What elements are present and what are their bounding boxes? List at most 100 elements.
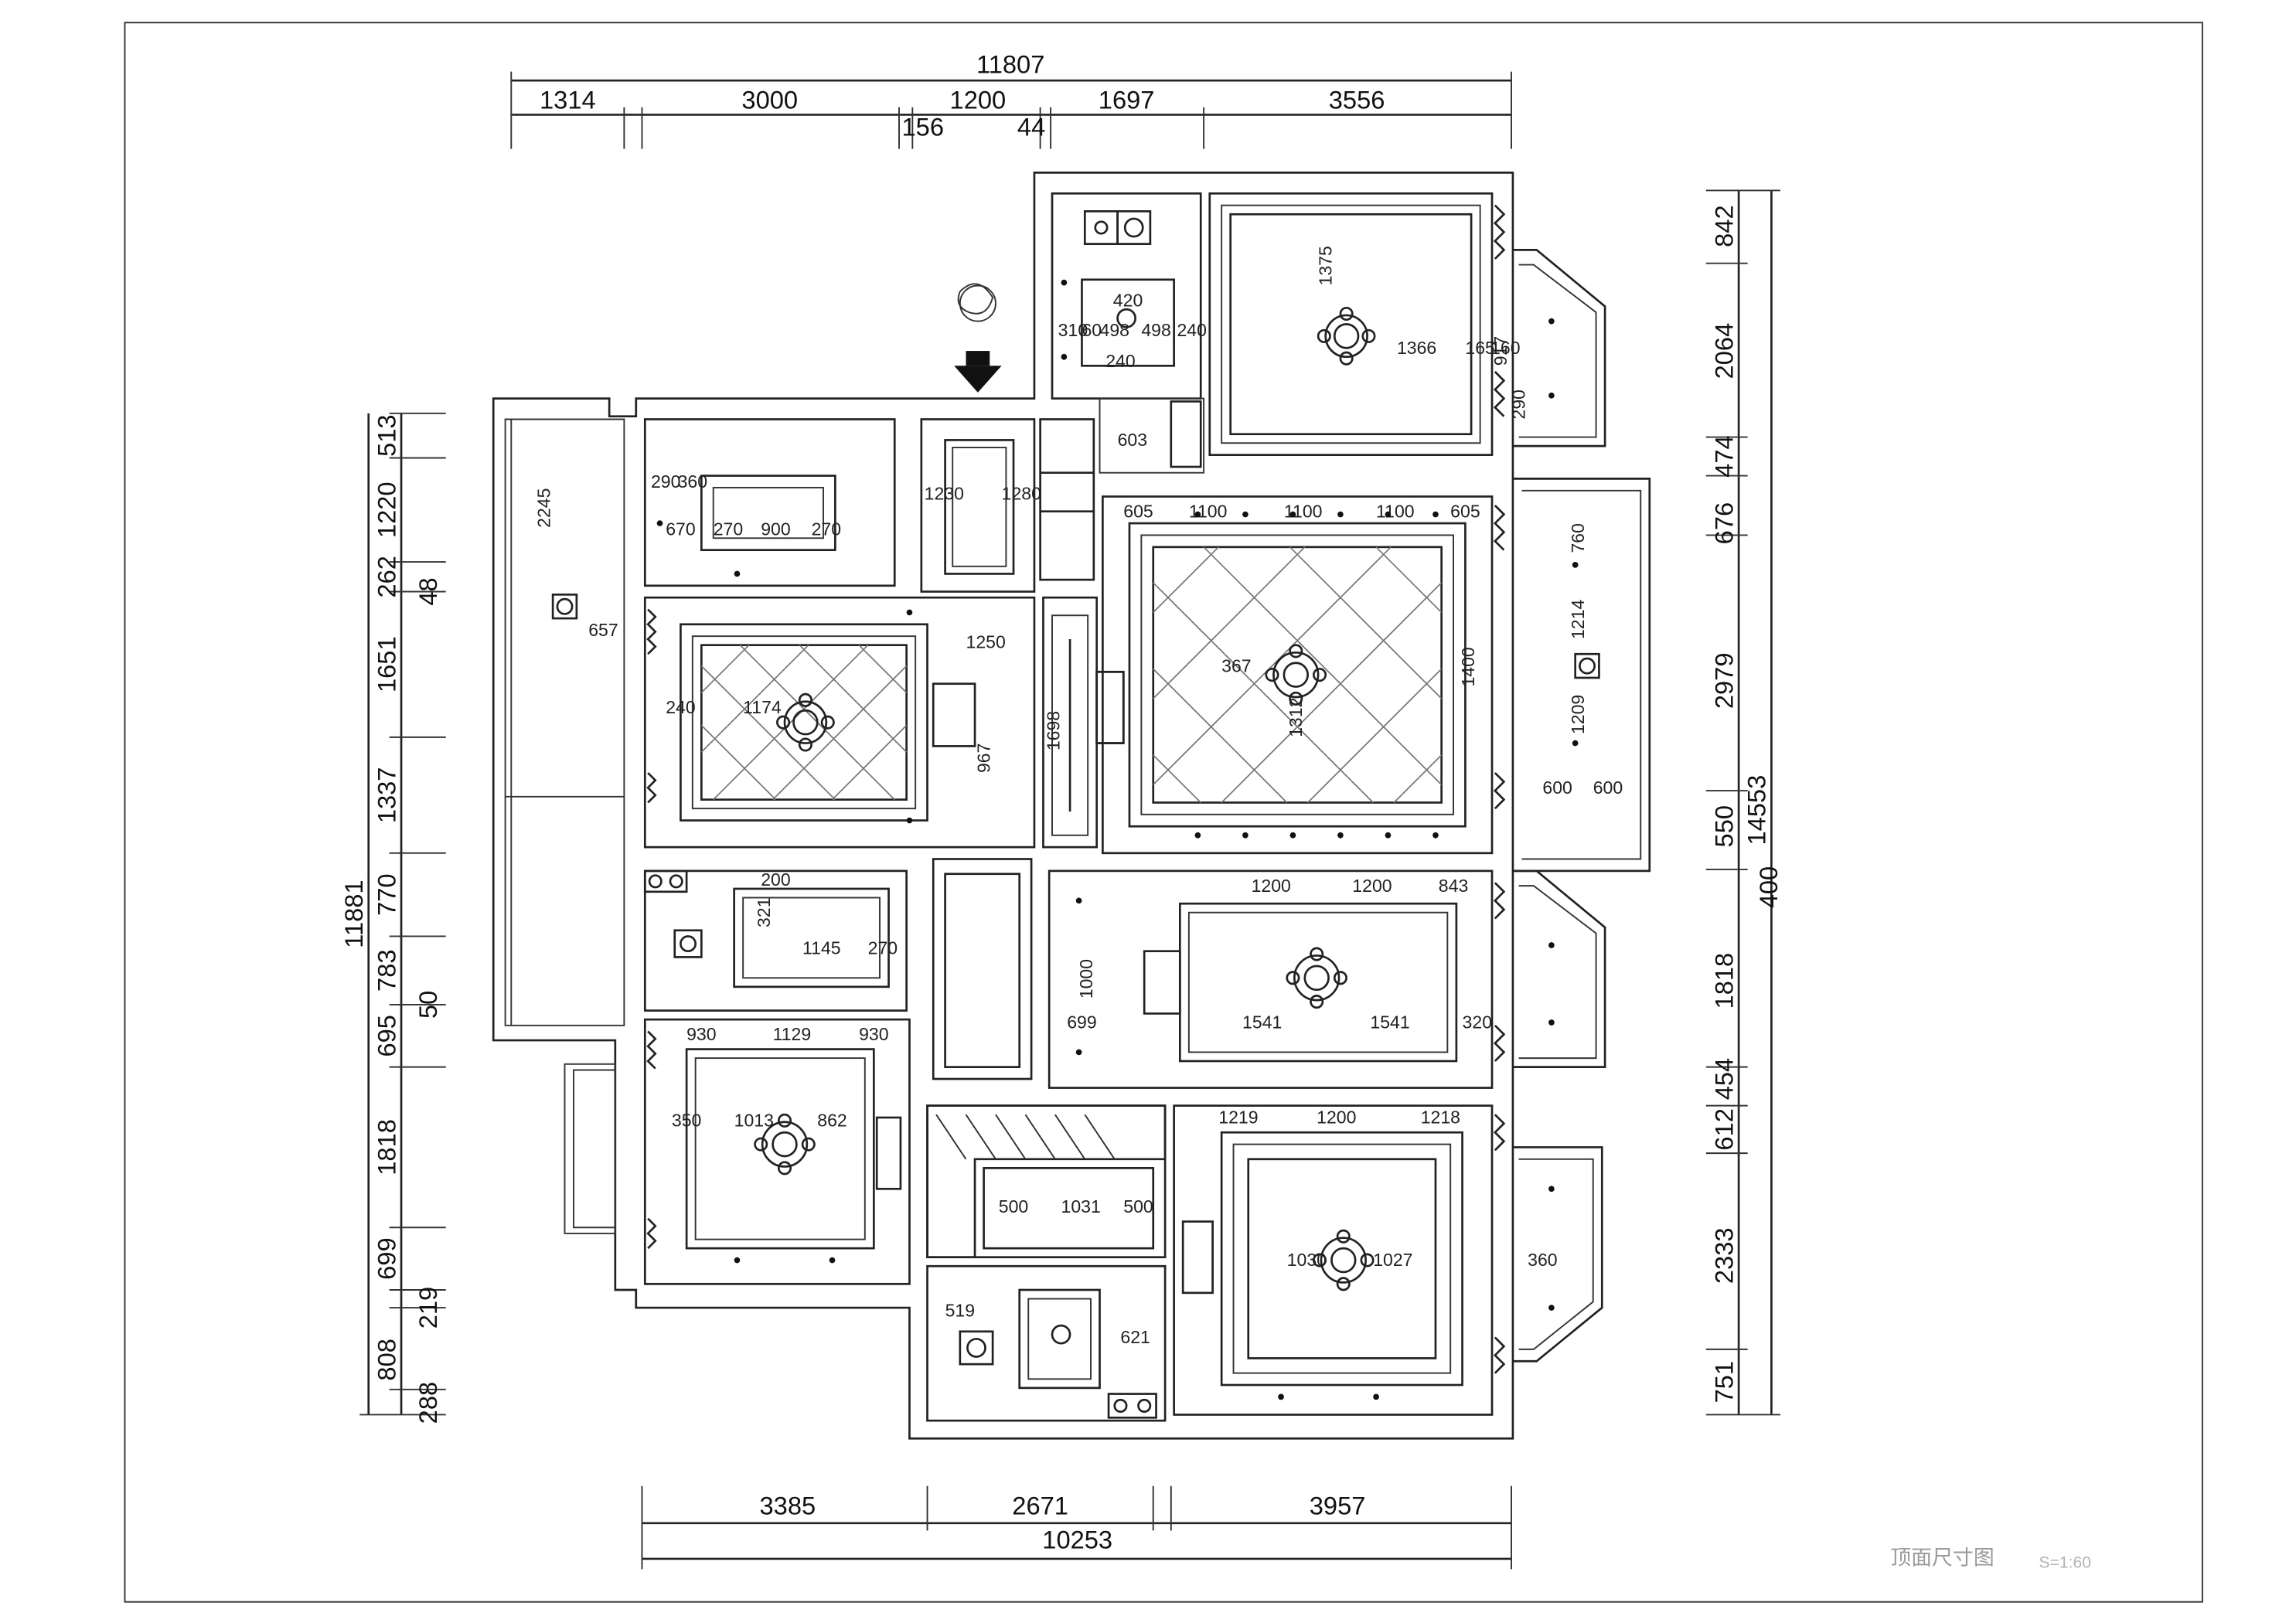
label: 498	[1141, 320, 1170, 340]
dim-top-4: 1697	[1099, 86, 1155, 114]
drawing-title-block: 顶面尺寸图 S=1:60	[1890, 1546, 2091, 1572]
dim-bottom-total: 10253	[1042, 1525, 1112, 1553]
dim-top-3: 1200	[950, 86, 1007, 114]
dim-right-11: 751	[1709, 1361, 1738, 1403]
dim-top-2: 3000	[741, 86, 798, 114]
label: 657	[588, 620, 618, 640]
label: 60	[1082, 320, 1102, 340]
building-outline	[492, 172, 1514, 1440]
label: 310	[1058, 320, 1088, 340]
label: 1375	[1315, 246, 1335, 285]
label: 240	[1177, 320, 1206, 340]
label: 1030	[1287, 1250, 1327, 1270]
label: 1174	[743, 697, 782, 717]
label: 1209	[1568, 695, 1588, 734]
room-bedroom-bottom: 1219 1200 1218 1030 1027 360	[1173, 1104, 1558, 1416]
dim-right-1: 842	[1709, 205, 1738, 247]
label: 1200	[1352, 876, 1392, 896]
dim-right-extra: 400	[1754, 866, 1783, 908]
dim-left-4: 262	[372, 556, 400, 598]
room-balcony: 760 1214 1209 600 600	[1542, 523, 1623, 798]
room-laundry: 519 621	[926, 1264, 1167, 1422]
label: 240	[666, 697, 695, 717]
room-master-bedroom: 1375 1366 917 165 160 290	[1208, 192, 1528, 456]
label: 1100	[1284, 501, 1323, 521]
dim-top-sub-1: 156	[902, 112, 945, 141]
label: 1218	[1421, 1108, 1460, 1128]
dim-left-7: 770	[372, 873, 400, 915]
dim-left-14: 808	[372, 1339, 400, 1380]
label: 930	[859, 1024, 888, 1044]
dim-right-4: 676	[1709, 502, 1738, 545]
room-bath-bottom: 500 1031 500	[926, 1104, 1167, 1259]
label: 1366	[1397, 338, 1436, 358]
label: 240	[1105, 351, 1135, 371]
label: 420	[1113, 290, 1143, 310]
dim-top-1: 1314	[540, 86, 596, 114]
label: 350	[672, 1111, 701, 1131]
label: 1200	[1252, 876, 1291, 896]
label: 498	[1100, 320, 1129, 340]
label: 320	[1463, 1012, 1492, 1033]
entrance-arrow-icon	[954, 351, 1002, 393]
top-dimension-chain: 11807 1314 3000 1200 1697 3556 156 44	[510, 50, 1512, 149]
dim-left-11: 1818	[372, 1119, 400, 1176]
label: 600	[1593, 777, 1623, 798]
drawing-scale: S=1:60	[2039, 1553, 2091, 1571]
dim-left-10: 695	[372, 1015, 400, 1056]
label: 917	[1490, 336, 1511, 366]
label: 900	[761, 519, 790, 539]
label: 2245	[533, 488, 554, 528]
label: 500	[1123, 1196, 1153, 1216]
room-bedroom-mid: 1200 1200 843 1000 699 1541 1541 320	[1048, 869, 1506, 1089]
dim-right-6: 550	[1709, 805, 1738, 847]
label: 290	[651, 471, 680, 492]
label: 1000	[1076, 959, 1096, 999]
label: 1541	[1242, 1012, 1282, 1033]
label: 1100	[1376, 501, 1415, 521]
dim-left-5: 1651	[372, 636, 400, 692]
label: 500	[999, 1196, 1028, 1216]
dim-right-10: 2333	[1709, 1227, 1738, 1284]
label: 605	[1123, 501, 1153, 521]
label: 600	[1542, 777, 1572, 798]
room-study: 290 360 670 270 900 270 2245 657	[533, 418, 896, 640]
label: 760	[1568, 523, 1588, 553]
label: 160	[1490, 338, 1520, 358]
dim-left-12: 699	[372, 1237, 400, 1279]
dim-right-2: 2064	[1709, 323, 1738, 379]
dim-left-2: 1220	[372, 481, 400, 538]
label: 862	[817, 1111, 847, 1131]
room-living: 1100 1100 1100 605 605 367 1312 1400	[1095, 495, 1506, 855]
dim-left-total: 11881	[339, 880, 368, 948]
label: 270	[812, 519, 841, 539]
label: 967	[973, 743, 993, 773]
label: 519	[945, 1301, 975, 1321]
compass-doodle-icon	[957, 283, 996, 322]
label: 270	[714, 519, 743, 539]
right-dimension-chain: 842 2064 474 676 2979 550 1818 454 612 2…	[1705, 189, 1783, 1416]
label: 200	[761, 869, 790, 890]
dim-left-15: 288	[414, 1382, 442, 1424]
label: 367	[1221, 655, 1251, 675]
room-bedroom-left: 930 1129 930 1013 862 350	[643, 1018, 911, 1285]
label: 1698	[1044, 711, 1064, 750]
label: 1129	[773, 1024, 812, 1044]
label: 843	[1439, 876, 1468, 896]
sheet-frame	[124, 22, 2203, 1603]
label: 930	[686, 1024, 716, 1044]
label: 1145	[802, 938, 841, 958]
drawing-title: 顶面尺寸图	[1890, 1546, 1995, 1570]
label: 1031	[1061, 1196, 1101, 1216]
dim-top-sub-2: 44	[1017, 112, 1045, 141]
dim-left-1: 513	[372, 414, 400, 457]
label: 1400	[1458, 647, 1478, 686]
dim-right-7: 1818	[1709, 953, 1738, 1009]
label: 603	[1118, 430, 1147, 450]
dim-right-9: 612	[1709, 1108, 1738, 1150]
dim-right-total: 14553	[1742, 775, 1771, 846]
left-dimension-chain: 11881 513 1220 48 262 1651 1337 770 783 …	[339, 412, 446, 1424]
label: 1250	[966, 632, 1006, 652]
label: 1312	[1286, 698, 1306, 737]
